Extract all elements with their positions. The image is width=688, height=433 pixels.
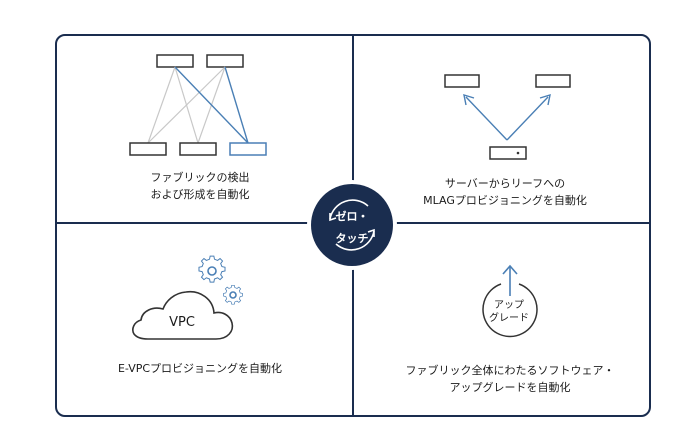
gears-icon bbox=[198, 255, 243, 305]
cloud-icon bbox=[132, 290, 234, 340]
bottom-right-caption-line2: アップグレードを自動化 bbox=[449, 381, 571, 394]
upgrade-icon bbox=[482, 264, 538, 338]
top-left-caption-line1: ファブリックの検出 bbox=[150, 171, 250, 184]
upgrade-icon-label: アップ グレード bbox=[474, 299, 544, 325]
zero-touch-line1: ゼロ・ bbox=[335, 210, 369, 223]
top-right-caption-line1: サーバーからリーフへの bbox=[444, 177, 566, 190]
bottom-right-caption-line1: ファブリック全体にわたるソフトウェア・ bbox=[405, 364, 615, 377]
top-right-caption: サーバーからリーフへの MLAGプロビジョニングを自動化 bbox=[400, 175, 610, 209]
upgrade-icon-line1: アップ bbox=[494, 300, 524, 311]
zero-touch-badge bbox=[307, 180, 397, 270]
top-right-caption-line2: MLAGプロビジョニングを自動化 bbox=[423, 194, 587, 207]
upgrade-icon-line2: グレード bbox=[489, 313, 529, 324]
top-left-caption: ファブリックの検出 および形成を自動化 bbox=[100, 169, 300, 203]
bottom-right-caption: ファブリック全体にわたるソフトウェア・ アップグレードを自動化 bbox=[390, 362, 630, 396]
vpc-label: VPC bbox=[169, 315, 195, 330]
mlag-icon bbox=[444, 74, 571, 160]
zero-touch-line2: タッチ bbox=[335, 232, 369, 245]
top-left-caption-line2: および形成を自動化 bbox=[150, 188, 250, 201]
fabric-topology-icon bbox=[129, 54, 267, 156]
bottom-left-caption-line1: E-VPCプロビジョニングを自動化 bbox=[117, 362, 283, 375]
bottom-left-caption: E-VPCプロビジョニングを自動化 bbox=[95, 360, 305, 377]
